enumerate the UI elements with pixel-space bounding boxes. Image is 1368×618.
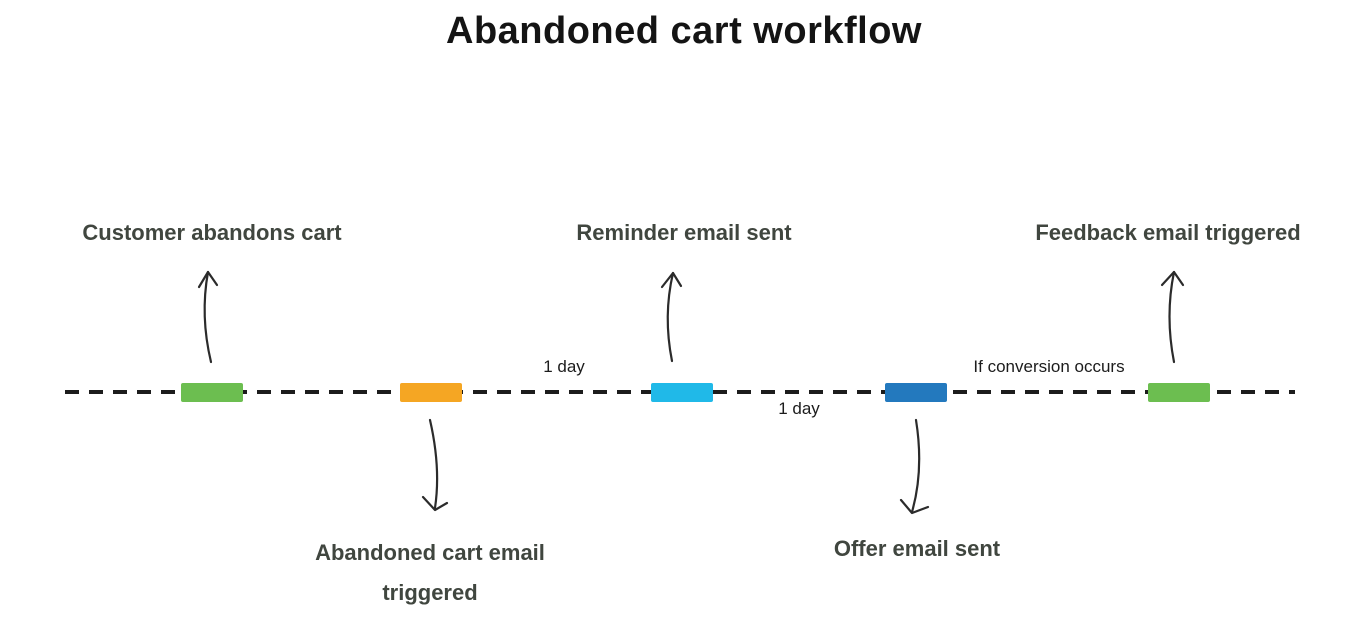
timeline-marker-customer-abandons-cart bbox=[181, 383, 243, 402]
interval-label-if-conversion-occurs: If conversion occurs bbox=[973, 357, 1125, 376]
up-arrow-icon bbox=[1160, 270, 1185, 364]
timeline-marker-reminder-email bbox=[651, 383, 713, 402]
event-label-customer-abandons-cart: Customer abandons cart bbox=[82, 220, 342, 245]
interval-label-1-day-first: 1 day bbox=[543, 357, 585, 376]
interval-label-1-day-second: 1 day bbox=[778, 399, 820, 418]
event-label-abandoned-cart-email: Abandoned cart email triggered bbox=[315, 540, 545, 605]
event-label-feedback-email: Feedback email triggered bbox=[1035, 220, 1301, 245]
event-label-offer-email: Offer email sent bbox=[833, 536, 1001, 561]
event-label-reminder-email: Reminder email sent bbox=[576, 220, 792, 245]
up-arrow-icon bbox=[660, 271, 683, 363]
down-arrow-icon bbox=[899, 418, 930, 515]
page-title: Abandoned cart workflow bbox=[446, 10, 922, 52]
timeline-marker-offer-email bbox=[885, 383, 947, 402]
up-arrow-icon bbox=[197, 270, 219, 364]
timeline-marker-abandoned-cart-email bbox=[400, 383, 462, 402]
timeline-marker-feedback-email bbox=[1148, 383, 1210, 402]
down-arrow-icon bbox=[421, 418, 449, 512]
